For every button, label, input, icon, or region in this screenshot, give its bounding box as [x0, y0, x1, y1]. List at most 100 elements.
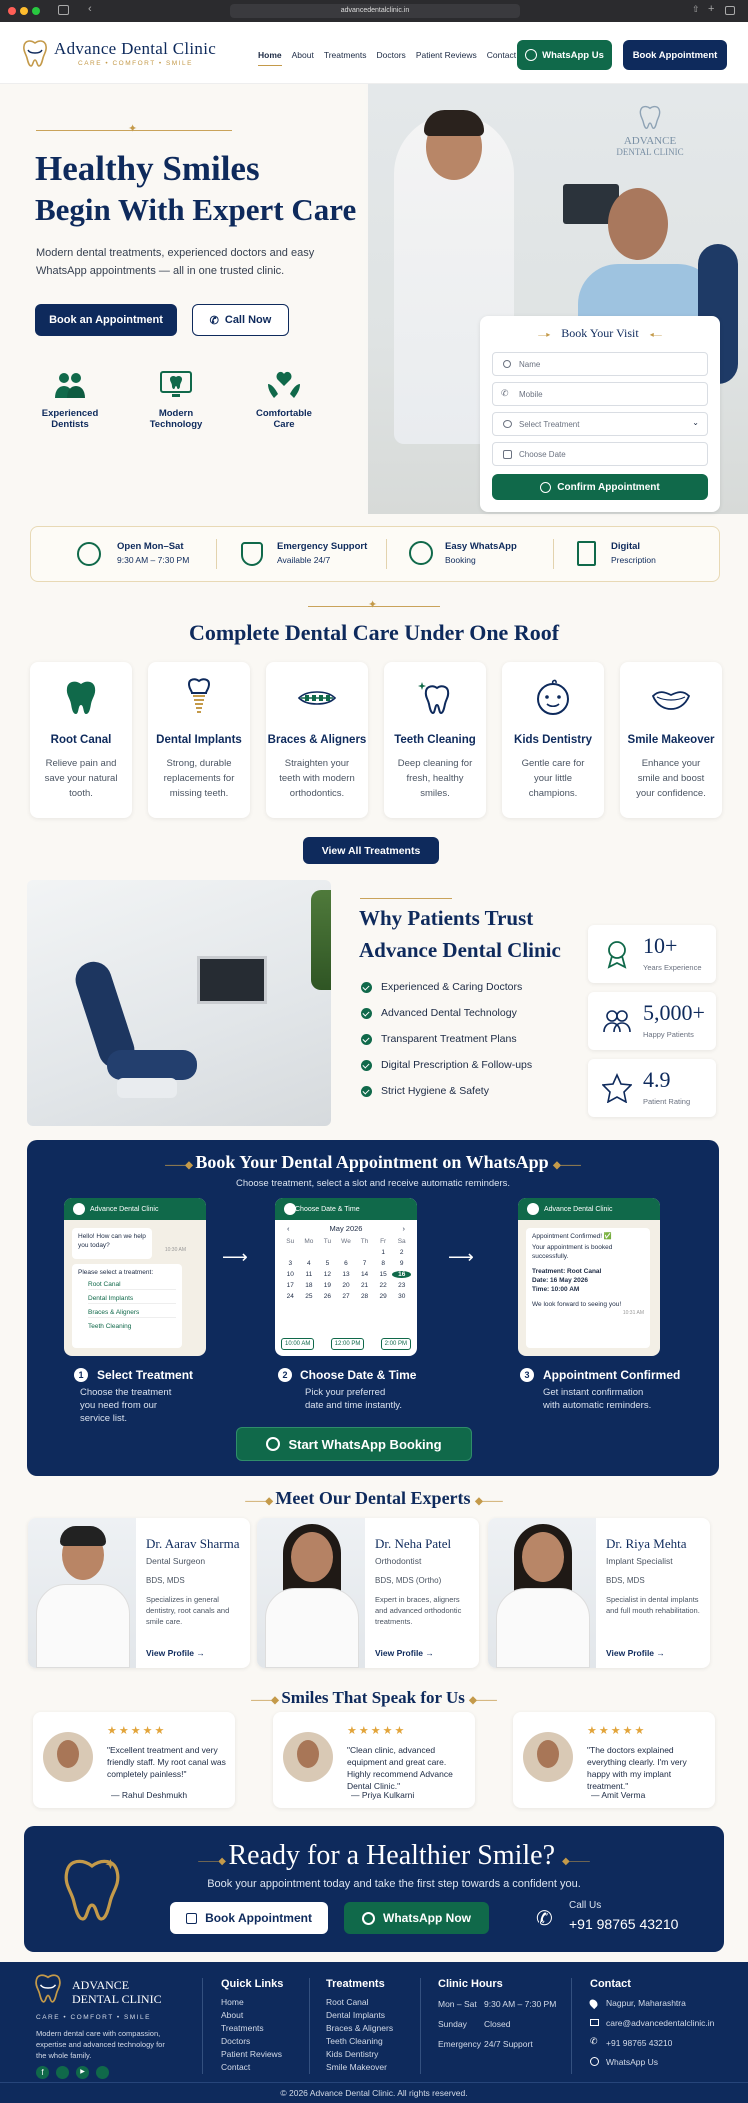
wa-option[interactable]: Dental Implants	[88, 1294, 176, 1304]
calendar-day[interactable]: 2	[399, 1249, 404, 1256]
footer-link[interactable]: Home	[221, 1997, 244, 2007]
calendar-day[interactable]: 5	[325, 1260, 330, 1267]
footer-link[interactable]: Contact	[221, 2062, 251, 2072]
nav-home[interactable]: Home	[258, 50, 282, 66]
start-whatsapp-booking-button[interactable]: Start WhatsApp Booking	[236, 1427, 472, 1461]
footer-link[interactable]: About	[221, 2010, 244, 2020]
nav-doctors[interactable]: Doctors	[376, 50, 406, 60]
calendar-day[interactable]: 20	[342, 1282, 350, 1289]
youtube-icon[interactable]: ▶	[76, 2066, 89, 2079]
facebook-icon[interactable]: f	[36, 2066, 49, 2079]
service-card-root-canal[interactable]: Root Canal Relieve pain and save your na…	[30, 662, 132, 818]
service-card-dental-implants[interactable]: Dental Implants Strong, durable replacem…	[148, 662, 250, 818]
new-tab-icon[interactable]: +	[708, 3, 715, 15]
calendar-day[interactable]: 15	[379, 1271, 387, 1278]
calendar-day[interactable]: 13	[342, 1271, 350, 1278]
tabs-overview-icon[interactable]	[725, 6, 735, 15]
footer-link[interactable]: Treatments	[221, 2023, 264, 2033]
view-all-treatments-button[interactable]: View All Treatments	[303, 837, 439, 864]
calendar-day[interactable]: 18	[305, 1282, 313, 1289]
treatment-select[interactable]: Select Treatment ⌄	[492, 412, 708, 436]
calendar-day[interactable]: 24	[286, 1293, 294, 1300]
next-month-icon[interactable]: ›	[402, 1224, 406, 1233]
nav-contact[interactable]: Contact	[486, 50, 517, 60]
close-window-dot[interactable]	[8, 7, 16, 15]
calendar-day[interactable]: 8	[381, 1260, 385, 1267]
wa-option[interactable]: Braces & Aligners	[88, 1308, 176, 1318]
hero-call-button[interactable]: ✆ Call Now	[192, 304, 289, 336]
footer-whatsapp[interactable]: WhatsApp Us	[606, 2057, 658, 2067]
doctor-card[interactable]: Dr. Aarav Sharma Dental Surgeon BDS, MDS…	[28, 1518, 250, 1668]
calendar-day[interactable]: 28	[360, 1293, 369, 1300]
footer-link[interactable]: Patient Reviews	[221, 2049, 282, 2059]
instagram-icon[interactable]	[56, 2066, 69, 2079]
calendar-day[interactable]: 1	[381, 1249, 385, 1256]
service-card-kids-dentistry[interactable]: Kids Dentistry Gentle care for your litt…	[502, 662, 604, 818]
footer-link[interactable]: Doctors	[221, 2036, 251, 2046]
doctor-card[interactable]: Dr. Neha Patel Orthodontist BDS, MDS (Or…	[257, 1518, 479, 1668]
footer-link[interactable]: Braces & Aligners	[326, 2023, 394, 2033]
footer-link[interactable]: Root Canal	[326, 1997, 369, 2007]
calendar-day[interactable]: 29	[379, 1293, 387, 1300]
time-slot[interactable]: 12:00 PM	[330, 1338, 365, 1350]
whatsapp-icon[interactable]	[96, 2066, 109, 2079]
calendar-day[interactable]: 6	[344, 1260, 348, 1267]
cta-whatsapp-button[interactable]: WhatsApp Now	[344, 1902, 489, 1934]
name-field[interactable]: Name	[492, 352, 708, 376]
cta-book-button[interactable]: Book Appointment	[170, 1902, 328, 1934]
nav-treatments[interactable]: Treatments	[323, 50, 367, 60]
calendar-day[interactable]: 11	[305, 1271, 313, 1278]
sidebar-toggle-icon[interactable]	[58, 5, 69, 15]
prev-month-icon[interactable]: ‹	[287, 1224, 290, 1233]
view-profile-link[interactable]: View Profile →	[146, 1648, 205, 1658]
footer-link[interactable]: Dental Implants	[326, 2010, 386, 2020]
calendar-day[interactable]: 7	[362, 1260, 367, 1267]
back-arrow-icon[interactable]: ‹	[88, 3, 92, 15]
calendar-day[interactable]: 9	[399, 1260, 404, 1267]
calendar-day[interactable]: 21	[360, 1282, 369, 1289]
doctor-card[interactable]: Dr. Riya Mehta Implant Specialist BDS, M…	[488, 1518, 710, 1668]
calendar-day[interactable]: 4	[307, 1260, 311, 1267]
time-slot[interactable]: 10:00 AM	[281, 1338, 315, 1350]
footer-link[interactable]: Kids Dentistry	[326, 2049, 379, 2059]
header-book-button[interactable]: Book Appointment	[623, 40, 727, 70]
calendar-day[interactable]: 22	[379, 1282, 387, 1289]
service-card-braces[interactable]: Braces & Aligners Straighten your teeth …	[266, 662, 368, 818]
calendar-day[interactable]: 23	[398, 1282, 406, 1289]
logo[interactable]: Advance Dental Clinic CARE • COMFORT • S…	[22, 36, 232, 76]
header-whatsapp-button[interactable]: WhatsApp Us	[517, 40, 612, 70]
nav-patient-reviews[interactable]: Patient Reviews	[415, 50, 477, 60]
view-profile-link[interactable]: View Profile →	[606, 1648, 665, 1658]
time-slot[interactable]: 2:00 PM	[380, 1338, 411, 1350]
minimize-window-dot[interactable]	[20, 7, 28, 15]
maximize-window-dot[interactable]	[32, 7, 40, 15]
calendar-day[interactable]: 19	[323, 1282, 332, 1289]
confirm-appointment-button[interactable]: Confirm Appointment	[492, 474, 708, 500]
footer-link[interactable]: Smile Makeover	[326, 2062, 387, 2072]
hero-book-button[interactable]: Book an Appointment	[35, 304, 177, 336]
date-field[interactable]: Choose Date	[492, 442, 708, 466]
calendar-day[interactable]: 17	[286, 1282, 294, 1289]
calendar-day[interactable]: 14	[360, 1271, 369, 1278]
address-bar[interactable]: advancedentalclinic.in	[230, 4, 520, 18]
wa-option[interactable]: Root Canal	[88, 1280, 176, 1290]
calendar-day[interactable]: 27	[342, 1293, 350, 1300]
footer-phone[interactable]: +91 98765 43210	[606, 2038, 673, 2048]
service-card-teeth-cleaning[interactable]: Teeth Cleaning Deep cleaning for fresh, …	[384, 662, 486, 818]
service-card-smile-makeover[interactable]: Smile Makeover Enhance your smile and bo…	[620, 662, 722, 818]
footer-email[interactable]: care@advancedentalclinic.in	[606, 2018, 715, 2028]
nav-about[interactable]: About	[291, 50, 314, 60]
calendar-day[interactable]: 30	[398, 1293, 406, 1300]
calendar-day[interactable]: 25	[305, 1293, 313, 1300]
mobile-field[interactable]: ✆ Mobile	[492, 382, 708, 406]
wa-option[interactable]: Teeth Cleaning	[88, 1323, 132, 1330]
calendar-day[interactable]: 26	[323, 1293, 332, 1300]
cta-phone-number[interactable]: +91 98765 43210	[569, 1916, 679, 1932]
view-profile-link[interactable]: View Profile →	[375, 1648, 434, 1658]
calendar-day[interactable]: 10	[286, 1271, 294, 1278]
footer-link[interactable]: Teeth Cleaning	[326, 2036, 383, 2046]
calendar-day[interactable]: 12	[323, 1271, 332, 1278]
calendar-day[interactable]: 3	[288, 1260, 293, 1267]
calendar-day[interactable]: 16	[392, 1271, 411, 1278]
share-icon[interactable]: ⇧	[692, 4, 700, 14]
